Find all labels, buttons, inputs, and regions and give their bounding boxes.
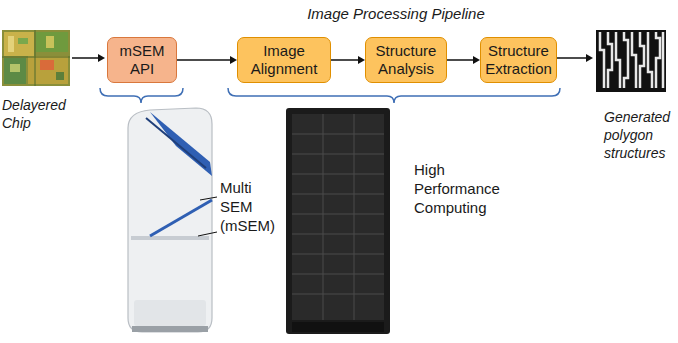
process-box: Structure Analysis — [365, 37, 447, 83]
process-box: Image Alignment — [237, 37, 331, 83]
bracket — [228, 88, 560, 103]
flow-arrow — [331, 56, 365, 64]
process-box: Structure Extraction — [480, 37, 557, 83]
multi-sem-machine — [128, 108, 212, 332]
polygon-image — [596, 30, 666, 92]
input-arrow — [72, 54, 105, 62]
leader-line — [198, 232, 217, 236]
box-text: Structure Analysis — [370, 42, 442, 78]
computer-label: High Performance Computing — [414, 160, 506, 217]
bracket — [100, 88, 183, 103]
output-label: Generated polygon structures — [604, 108, 678, 162]
flow-arrow — [447, 56, 480, 64]
machine-label: Multi SEM (mSEM) — [220, 178, 280, 235]
box-text: Image Alignment — [242, 42, 326, 78]
leader-line — [200, 197, 217, 200]
chip-label: Delayered Chip — [2, 96, 74, 132]
box-text: mSEM API — [112, 42, 172, 78]
box-text: Structure Extraction — [485, 42, 552, 78]
output-arrow — [557, 54, 593, 62]
title: Image Processing Pipeline — [307, 5, 485, 22]
hpc-rack — [286, 108, 390, 334]
flow-arrow — [177, 56, 237, 64]
process-box: mSEM API — [107, 37, 177, 83]
chip-image — [2, 30, 70, 86]
